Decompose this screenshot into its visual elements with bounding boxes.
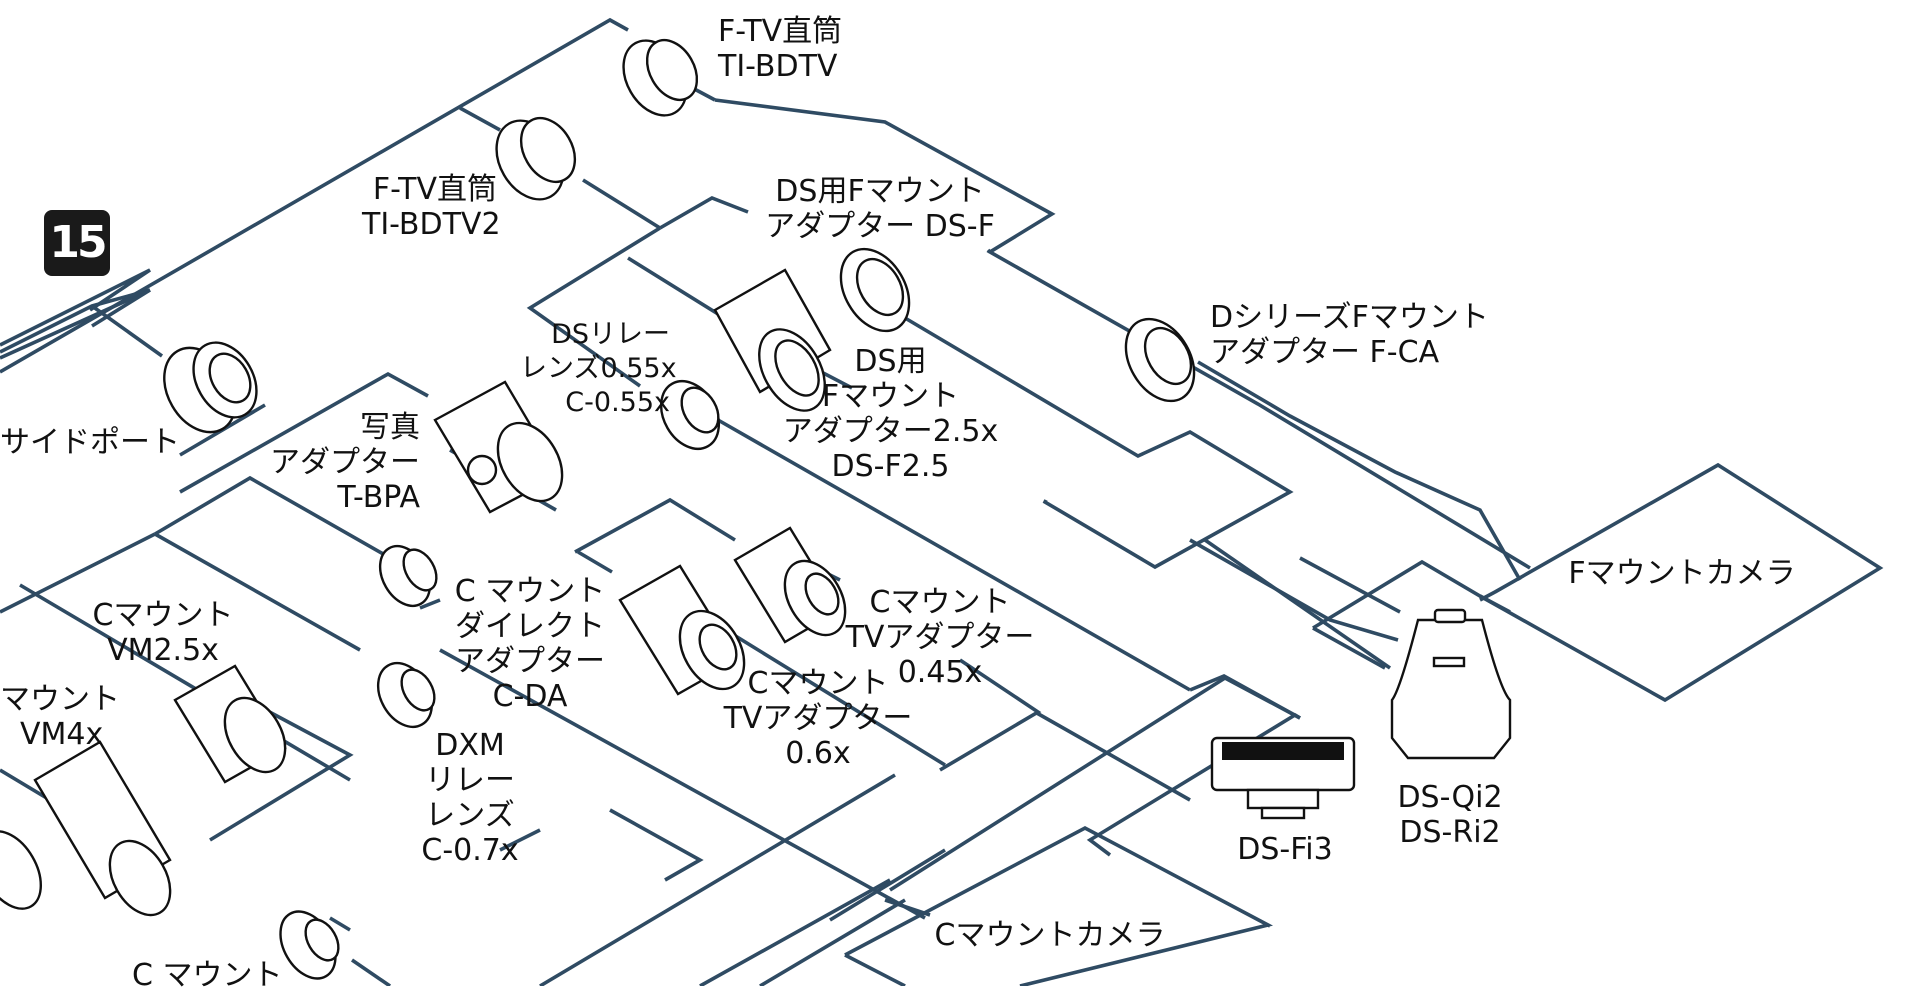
label-c-mount-camera: Cマウントカメラ [934, 918, 1166, 953]
label-line: F-TV直筒 [372, 172, 497, 207]
connector-cda-box [154, 475, 441, 652]
label-f-mount-camera: Fマウントカメラ [1568, 556, 1796, 591]
label-c-mount-bottom: C マウント [132, 958, 283, 993]
label-line: 0.6x [785, 736, 851, 771]
connector-small-box [1312, 559, 1511, 670]
ds-f-adapter-icon [839, 247, 911, 333]
ti-bdtv-tube-icon [622, 38, 699, 117]
label-line: 0.45x [897, 655, 983, 690]
connector-ds-qi2 [1203, 538, 1392, 670]
ds-fi3-camera-icon [1210, 736, 1356, 820]
connector-left-upper [0, 288, 164, 360]
c-tv-045-adapter-icon [733, 526, 847, 644]
label-line: レンズ [425, 798, 515, 833]
side-port-tube-icon [163, 341, 258, 434]
dxm-relay-lens-icon [376, 662, 436, 728]
section-badge: 15 [44, 210, 110, 276]
label-c-tv-06: Cマウント TVアダプター 0.6x [718, 666, 918, 771]
label-line: DS-Ri2 [1399, 815, 1501, 850]
label-line: Cマウント [747, 666, 889, 701]
connector-top-diagonal [0, 17, 629, 374]
nikon-logo: Nikon [1258, 771, 1294, 784]
ds-relay-lens-icon [659, 380, 721, 450]
label-line: DS-Qi2 [1397, 780, 1503, 815]
connector-ds-f25-box [904, 316, 1294, 570]
label-t-bpa: 写真 アダプター T-BPA [260, 410, 420, 515]
c-mount-bottom-icon [279, 910, 340, 980]
connector-left-mid [0, 268, 151, 347]
label-line: マウント [0, 682, 120, 717]
label-line: アダプター [270, 445, 420, 480]
label-line: Cマウント [869, 585, 1011, 620]
label-ti-bdtv: F-TV直筒 TI-BDTV [718, 14, 842, 84]
connector-top-to-ftv [714, 98, 1531, 570]
label-c-da: C マウント ダイレクト アダプター C-DA [440, 574, 620, 714]
partial-lens-icon [0, 830, 42, 910]
label-line: TVアダプター [845, 620, 1035, 655]
label-line: C マウント [454, 574, 606, 609]
ti-bdtv2-tube-icon [495, 117, 577, 201]
label-line: VM4x [20, 717, 104, 752]
label-line: 写真 [360, 410, 420, 445]
label-line: アダプター F-CA [1210, 335, 1440, 370]
connector-bottom-right-lines [699, 878, 931, 986]
connector-f-camera [1189, 360, 1522, 642]
label-line: F-TV直筒 [718, 14, 843, 49]
ds-f25-adapter-icon [713, 268, 832, 412]
label-ds-relay: DSリレー レンズ0.55x C-0.55x [520, 318, 677, 420]
label-line: レンズ0.55x [520, 353, 677, 384]
label-vm4: マウント VM4x [0, 682, 120, 752]
label-line: アダプター2.5x [782, 414, 999, 449]
label-line: C-DA [492, 679, 568, 714]
label-line: リレー [425, 763, 515, 798]
f-ca-adapter-icon [1124, 317, 1196, 403]
label-line: TVアダプター [723, 701, 913, 736]
ds-qi2-camera-icon [1390, 608, 1512, 760]
label-ds-fi3: DS-Fi3 [1237, 832, 1333, 867]
label-line: TI-BDTV2 [362, 207, 501, 242]
label-line: DS用Fマウント [775, 174, 985, 209]
label-f-ca: DシリーズFマウント アダプター F-CA [1210, 300, 1489, 370]
label-line: Fマウント [821, 379, 960, 414]
connector-dsf-box [659, 196, 992, 254]
label-line: DS用 [854, 344, 927, 379]
label-dxm: DXM リレー レンズ C-0.7x [410, 728, 530, 868]
label-c-tv-045: Cマウント TVアダプター 0.45x [840, 585, 1040, 690]
label-line: TI-BDTV [718, 49, 838, 84]
label-ti-bdtv2: F-TV直筒 TI-BDTV2 [362, 172, 501, 242]
connector-bdtv2-branch [459, 106, 661, 230]
label-line: DXM [435, 728, 505, 763]
label-line: Cマウント [92, 598, 234, 633]
label-ds-f: DS用Fマウント アダプター DS-F [760, 174, 1000, 244]
vm25-lens-icon [173, 664, 287, 784]
connector-bottom-long [329, 648, 946, 986]
label-line: アダプター DS-F [765, 209, 995, 244]
label-line: DシリーズFマウント [1210, 300, 1489, 335]
label-ds-f25: DS用 Fマウント アダプター2.5x DS-F2.5 [778, 344, 1003, 484]
label-line: T-BPA [337, 480, 420, 515]
connector-lower-left [0, 532, 354, 842]
c-tv-06-adapter-icon [618, 564, 746, 696]
connector-c-camera-box [844, 825, 1274, 986]
t-bpa-adapter-icon [433, 380, 564, 514]
label-line: C-0.55x [565, 387, 670, 418]
label-vm25: Cマウント VM2.5x [88, 598, 238, 668]
label-line: ダイレクト [455, 609, 605, 644]
label-line: VM2.5x [107, 633, 219, 668]
label-side-port: サイドポート [0, 425, 180, 460]
label-line: C-0.7x [421, 833, 519, 868]
connector-c-camera [889, 675, 1301, 892]
label-ds-qi2: DS-Qi2 DS-Ri2 [1380, 780, 1520, 850]
label-line: アダプター [455, 644, 605, 679]
label-line: DS-F2.5 [831, 449, 950, 484]
c-da-adapter-icon [378, 544, 438, 608]
vm4-lens-icon [33, 740, 172, 917]
label-line: DSリレー [551, 319, 670, 350]
